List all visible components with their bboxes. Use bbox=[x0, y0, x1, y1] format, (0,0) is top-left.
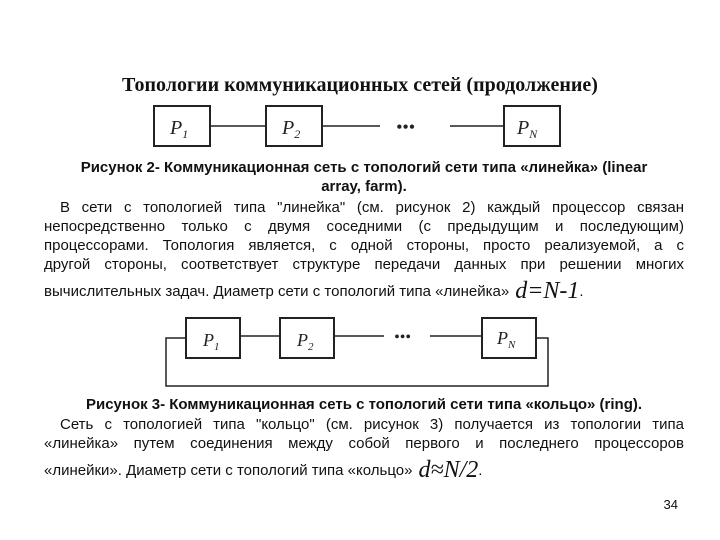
ring-link-right bbox=[360, 337, 549, 387]
node-p2-box bbox=[279, 317, 335, 359]
caption-line: array, farm). bbox=[321, 178, 407, 195]
caption-line: Рисунок 3- Коммуникационная сеть с топол… bbox=[85, 396, 643, 413]
ellipsis: ••• bbox=[396, 117, 415, 137]
diameter-text: «линейки». Диаметр сети с топологий типа… bbox=[44, 462, 413, 479]
period: . bbox=[579, 283, 584, 300]
node-pn-box bbox=[481, 317, 537, 359]
paragraph-line: другой стороны, соответствует структуре … bbox=[44, 256, 684, 273]
page-number: 34 bbox=[663, 497, 678, 512]
diameter-formula: d=N-1 bbox=[515, 278, 580, 304]
paragraph-line: «линейка» путем соединения между собой п… bbox=[44, 435, 684, 452]
ellipsis: ••• bbox=[394, 329, 411, 346]
paragraph-line: Сеть с топологией типа "кольцо" (см. рис… bbox=[60, 416, 684, 433]
paragraph-line: В сети с топологией типа "линейка" (см. … bbox=[60, 199, 684, 216]
ring-link-left bbox=[165, 337, 360, 387]
node-p1-label: P1 bbox=[202, 330, 220, 353]
paragraph-ring: Сеть с топологией типа "кольцо" (см. рис… bbox=[44, 415, 684, 482]
paragraph-line: «линейки». Диаметр сети с топологий типа… bbox=[44, 458, 684, 482]
slide-title: Топологии коммуникационных сетей (продол… bbox=[122, 74, 598, 96]
period: . bbox=[478, 462, 483, 479]
node-p2-label: P2 bbox=[296, 330, 314, 353]
paragraph-line: непосредственно только с двумя соседними… bbox=[44, 218, 684, 235]
caption-line: Рисунок 2- Коммуникационная сеть с топол… bbox=[80, 159, 648, 176]
diameter-text: вычислительных задач. Диаметр сети с топ… bbox=[44, 283, 510, 300]
paragraph-line: вычислительных задач. Диаметр сети с топ… bbox=[44, 279, 684, 303]
figure-2-caption: Рисунок 2- Коммуникационная сеть с топол… bbox=[44, 158, 684, 196]
paragraph-linear: В сети с топологией типа "линейка" (см. … bbox=[44, 198, 684, 303]
node-pn-label: PN bbox=[496, 328, 516, 351]
diameter-formula: d≈N/2 bbox=[418, 457, 479, 483]
paragraph-line: процессорами. Топология является, с одно… bbox=[44, 237, 684, 254]
figure-3-caption: Рисунок 3- Коммуникационная сеть с топол… bbox=[44, 395, 684, 414]
